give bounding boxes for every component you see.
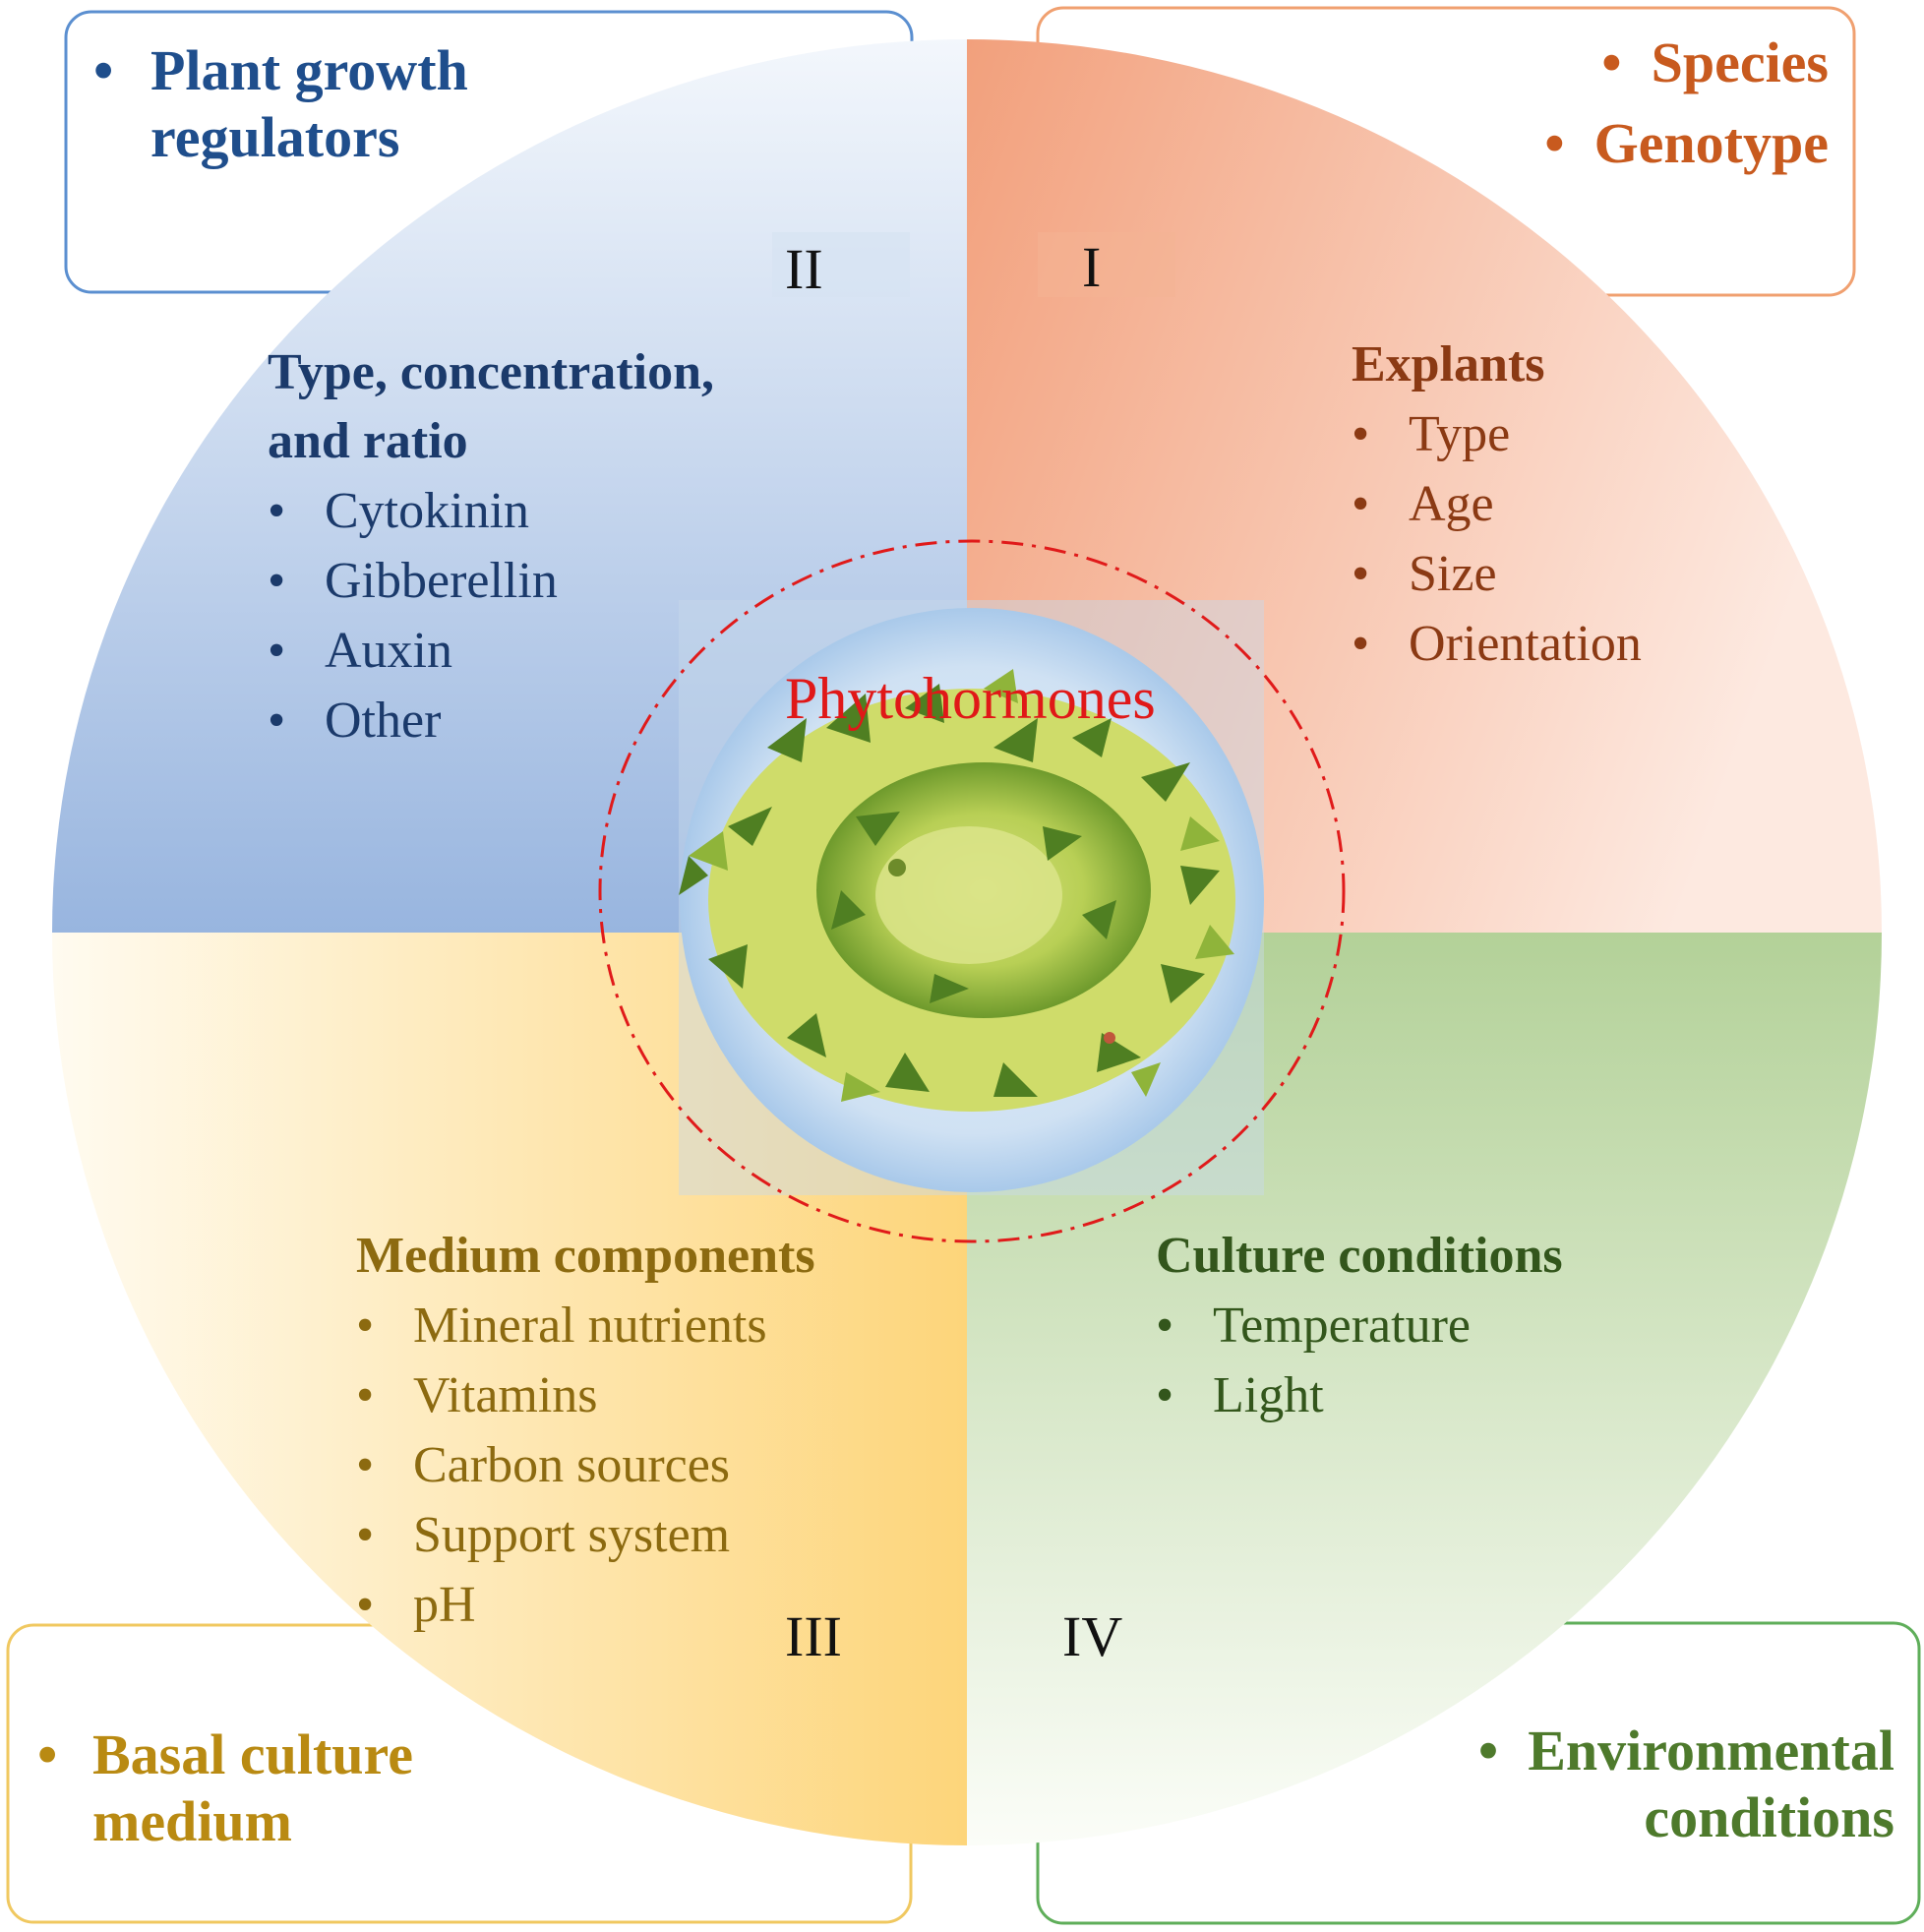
q2-corner-item: Plant growth regulators <box>93 37 644 171</box>
q3-item: Support system <box>356 1500 815 1570</box>
q4-content: Culture conditions Temperature Light <box>1156 1222 1563 1430</box>
moss-culture-image <box>679 669 1235 1112</box>
q1-item: Size <box>1352 539 1642 609</box>
q2-item: Other <box>268 686 714 755</box>
q1-corner-item: Species <box>1544 30 1829 96</box>
q1-item: Age <box>1352 469 1642 539</box>
q3-item: Carbon sources <box>356 1430 815 1500</box>
numeral-II: II <box>785 237 823 301</box>
q2-heading-line2: and ratio <box>268 413 468 469</box>
q3-item: Vitamins <box>356 1360 815 1430</box>
q1-corner-item: Genotype <box>1544 110 1829 177</box>
q1-item: Type <box>1352 399 1642 469</box>
q2-item: Gibberellin <box>268 546 714 616</box>
q4-item: Temperature <box>1156 1291 1563 1360</box>
q3-content: Medium components Mineral nutrients Vita… <box>356 1222 815 1640</box>
q1-item: Orientation <box>1352 609 1642 679</box>
q4-corner-label: Environmental conditions <box>1383 1718 1894 1851</box>
q2-heading-line1: Type, concentration, <box>268 344 714 400</box>
q4-corner-item: Environmental conditions <box>1383 1718 1894 1851</box>
q4-item: Light <box>1156 1360 1563 1430</box>
q1-content: Explants Type Age Size Orientation <box>1352 331 1642 679</box>
q3-corner-label: Basal culture medium <box>37 1721 470 1855</box>
numeral-IV: IV <box>1062 1604 1123 1668</box>
numeral-I: I <box>1082 235 1102 299</box>
center-label: Phytohormones <box>785 666 1156 731</box>
q1-heading: Explants <box>1352 336 1545 392</box>
q2-content: Type, concentration, and ratio Cytokinin… <box>268 338 714 755</box>
q1-corner-label: Species Genotype <box>1544 30 1829 177</box>
q2-item: Cytokinin <box>268 476 714 546</box>
q3-item: Mineral nutrients <box>356 1291 815 1360</box>
q3-heading: Medium components <box>356 1228 815 1284</box>
q3-item: pH <box>356 1570 815 1640</box>
q4-heading: Culture conditions <box>1156 1228 1563 1284</box>
q2-item: Auxin <box>268 616 714 686</box>
phytohormone-dashed-ring <box>598 539 1346 1243</box>
q2-corner-label: Plant growth regulators <box>93 37 644 171</box>
q3-corner-item: Basal culture medium <box>37 1721 470 1855</box>
